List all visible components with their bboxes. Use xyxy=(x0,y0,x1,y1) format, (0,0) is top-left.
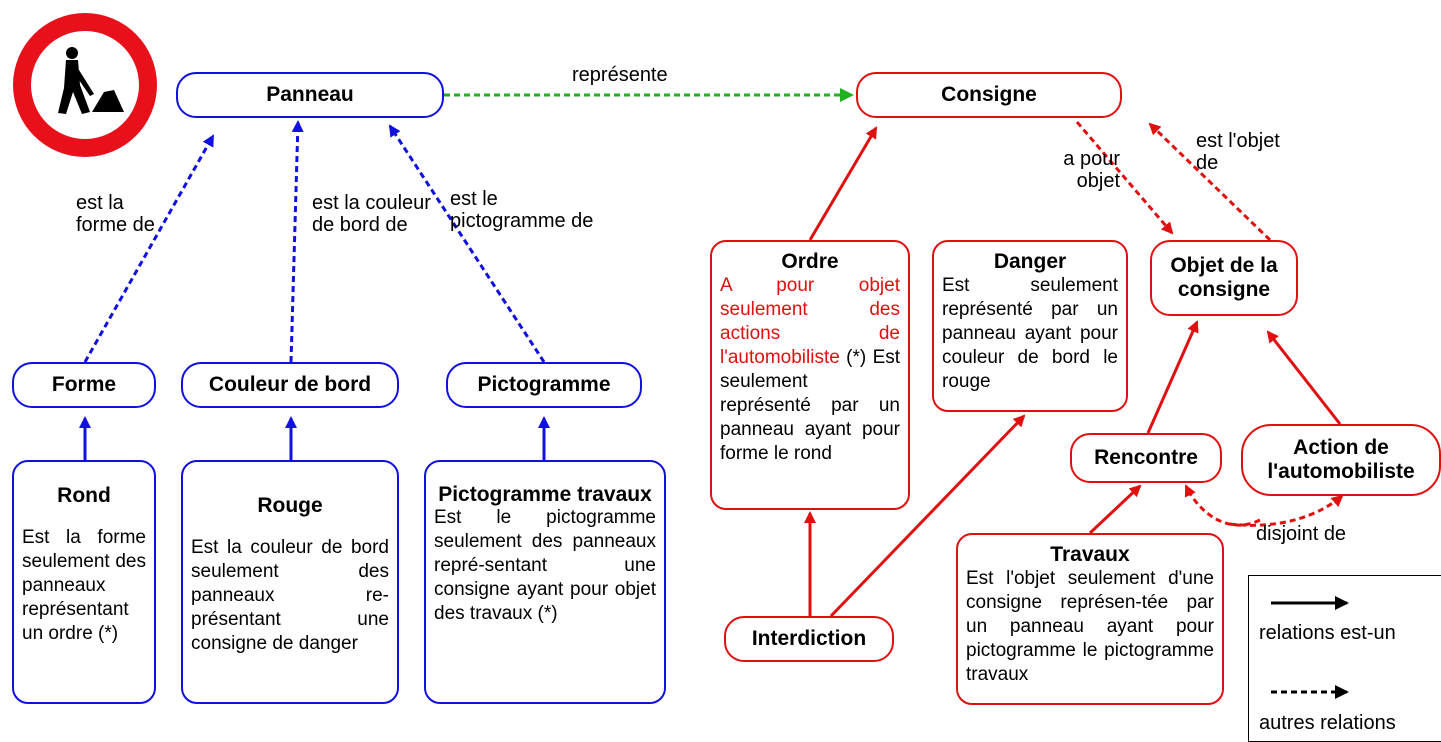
node-rond: Rond Est la forme seulement des panneaux… xyxy=(12,460,156,704)
node-rencontre-label: Rencontre xyxy=(1094,446,1198,469)
node-danger-text: Est seulement représenté par un panneau … xyxy=(942,275,1118,392)
node-consigne: Consigne xyxy=(856,72,1122,118)
edge-rencontre-objet xyxy=(1146,320,1199,434)
node-travaux-text: Est l'objet seulement d'une consigne rep… xyxy=(966,568,1214,685)
edge-disjoint-back xyxy=(1229,494,1344,527)
legend-solid-label: relations est-un xyxy=(1259,622,1396,644)
node-rouge-text: Est la couleur de bord seulement des pan… xyxy=(191,537,389,654)
node-rouge-title: Rouge xyxy=(257,494,323,517)
node-danger-title: Danger xyxy=(993,250,1067,273)
node-interdiction-label: Interdiction xyxy=(751,627,867,650)
node-pictogramme-travaux: Pictogramme travaux Est le pictogramme s… xyxy=(424,460,666,704)
node-couleur-de-bord: Couleur de bord xyxy=(181,362,399,408)
node-forme: Forme xyxy=(12,362,156,408)
label-a-pour-objet: a pour objet xyxy=(1063,148,1120,192)
node-action-automobiliste: Action de l'automobiliste xyxy=(1241,424,1441,496)
node-rond-title: Rond xyxy=(57,484,111,507)
edge-action-objet xyxy=(1266,330,1342,425)
node-rouge: Rouge Est la couleur de bord seulement d… xyxy=(181,460,399,704)
node-objet-de-la-consigne: Objet de la consigne xyxy=(1150,240,1298,316)
label-est-la-couleur-de-bord-de: est la couleur de bord de xyxy=(312,192,431,236)
edge-ordre-consigne xyxy=(808,126,878,241)
node-ordre: Ordre A pour objet seulement des actions… xyxy=(710,240,910,510)
node-panneau: Panneau xyxy=(176,72,444,118)
edge-disjoint xyxy=(1184,484,1261,527)
label-est-l-objet-de: est l'objet de xyxy=(1196,130,1280,174)
node-interdiction: Interdiction xyxy=(724,616,894,662)
edge-forme-panneau xyxy=(83,134,215,363)
legend-solid-arrow xyxy=(1271,596,1349,610)
label-est-le-pictogramme-de: est le pictogramme de xyxy=(450,188,594,232)
edge-couleur-panneau xyxy=(289,120,304,363)
edge-interdiction-danger xyxy=(829,414,1026,618)
node-couleur-label: Couleur de bord xyxy=(208,373,372,396)
node-ordre-text: Est seulement représenté par un panneau … xyxy=(720,347,901,464)
node-travaux-title: Travaux xyxy=(1050,543,1130,566)
node-consigne-label: Consigne xyxy=(941,83,1037,106)
label-represente: représente xyxy=(572,64,668,86)
node-pictogramme: Pictogramme xyxy=(446,362,642,408)
node-rencontre: Rencontre xyxy=(1070,433,1222,483)
node-picto-travaux-text: Est le pictogramme seulement des panneau… xyxy=(434,507,656,624)
legend-dashed-label: autres relations xyxy=(1259,712,1396,734)
node-objet-label: Objet de la consigne xyxy=(1170,254,1278,301)
edge-consigne-objet xyxy=(1075,121,1174,235)
label-disjoint-de: disjoint de xyxy=(1256,523,1347,545)
legend-dashed-arrow xyxy=(1271,685,1349,699)
node-panneau-label: Panneau xyxy=(266,83,354,106)
edge-travaux-rencontre xyxy=(1088,484,1142,535)
label-est-la-forme-de: est la forme de xyxy=(76,192,155,236)
roadworks-sign-icon xyxy=(13,13,157,157)
node-ordre-body: A pour objet seulement des actions de l'… xyxy=(720,274,900,466)
edge-objet-consigne xyxy=(1148,122,1272,242)
node-picto-travaux-title: Pictogramme travaux xyxy=(438,483,652,506)
node-ordre-mark: (*) xyxy=(846,347,867,368)
node-ordre-text-red: A pour objet seulement des actions de l'… xyxy=(720,275,900,368)
legend: relations est-un autres relations xyxy=(1248,575,1441,742)
node-travaux: Travaux Est l'objet seulement d'une cons… xyxy=(956,533,1224,705)
node-danger: Danger Est seulement représenté par un p… xyxy=(932,240,1128,412)
node-forme-label: Forme xyxy=(51,373,117,396)
node-pictogramme-label: Pictogramme xyxy=(477,373,611,396)
edge-picto-panneau xyxy=(388,124,546,363)
node-ordre-title: Ordre xyxy=(781,250,839,273)
node-rond-text: Est la forme seulement des panneaux repr… xyxy=(22,527,146,644)
node-action-label: Action de l'automobiliste xyxy=(1267,436,1415,483)
